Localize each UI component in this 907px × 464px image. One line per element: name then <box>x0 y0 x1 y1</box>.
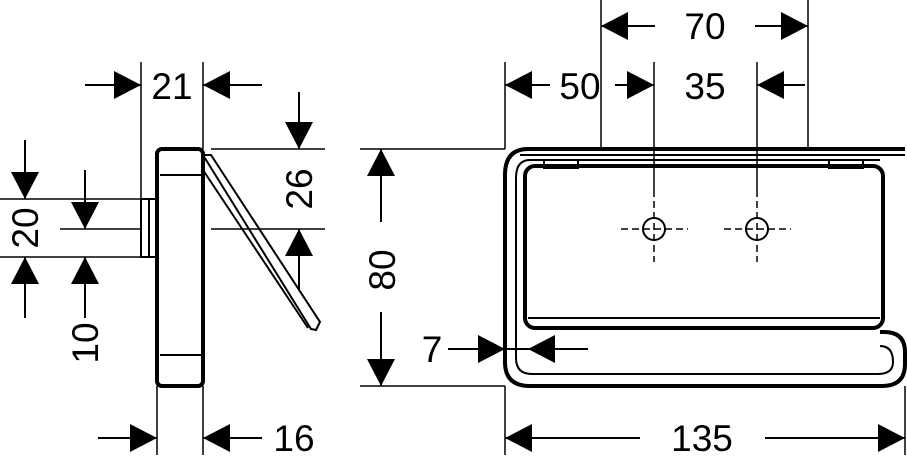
dim-side-depth: 21 <box>151 66 192 107</box>
dim-side-lower-offset: 10 <box>65 322 106 363</box>
side-wall-plate <box>155 147 205 388</box>
side-bracket-arm <box>201 154 322 332</box>
dim-side-plate-height: 20 <box>5 207 46 248</box>
dim-front-bar-gap: 7 <box>422 329 443 370</box>
side-bracket-inner <box>202 169 309 329</box>
front-clip-right <box>828 159 864 169</box>
mount-hole-right-icon <box>724 190 791 262</box>
side-view: 21 16 26 20 10 <box>0 62 325 459</box>
front-clip-left <box>543 159 579 169</box>
dim-side-bracket-height: 26 <box>279 168 320 209</box>
dim-front-height: 80 <box>362 249 403 290</box>
dim-front-top-total: 70 <box>684 6 725 47</box>
mount-hole-left-icon <box>621 190 688 262</box>
dim-side-plate-width: 16 <box>273 418 314 459</box>
front-outer-bar <box>503 147 907 388</box>
dim-front-left-spacing: 50 <box>559 66 600 107</box>
front-view: 70 50 35 80 7 135 <box>360 0 907 459</box>
dim-front-total-width: 135 <box>671 418 733 459</box>
front-inner-bar <box>515 159 895 375</box>
dim-front-right-spacing: 35 <box>684 66 725 107</box>
front-cover-plate <box>523 164 885 330</box>
